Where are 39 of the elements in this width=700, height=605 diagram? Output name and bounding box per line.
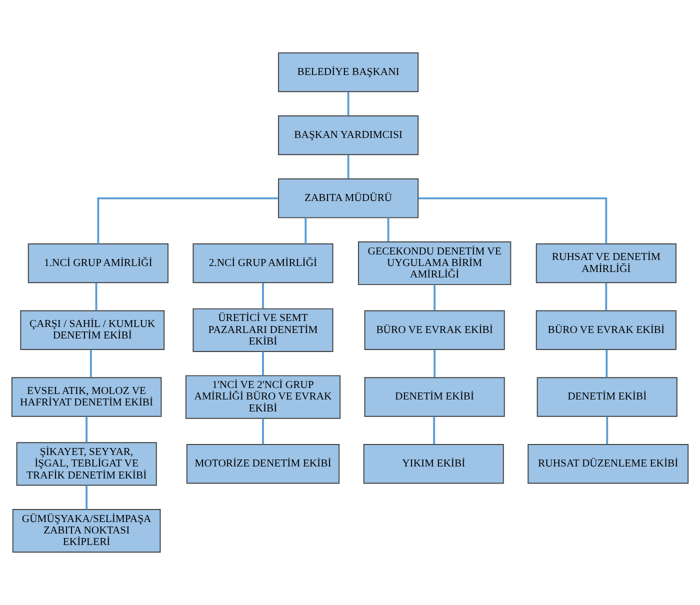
node-box: EVSEL ATIK, MOLOZ VE HAFRİYAT DENETİM EKİBİ xyxy=(11,377,162,417)
connector xyxy=(86,416,88,442)
connector xyxy=(97,197,278,244)
connector xyxy=(86,485,88,510)
connector xyxy=(434,350,436,378)
connector xyxy=(347,154,350,178)
node-box: ÜRETİCİ VE SEMT PAZARLARI DENETİM EKİBİ xyxy=(192,308,334,352)
connector xyxy=(304,218,307,244)
node-box: BÜRO VE EVRAK EKİBİ xyxy=(364,310,505,350)
node-box: ŞİKAYET, SEYYAR, İŞGAL, TEBLİGAT VE TRAFİK DENETİM EKİBİ xyxy=(16,442,157,486)
node-box: BAŞKAN YARDIMCISI xyxy=(278,115,419,156)
node-box: MOTORİZE DENETİM EKİBİ xyxy=(186,444,340,484)
node-box: ZABITA MÜDÜRÜ xyxy=(278,178,419,218)
connector xyxy=(605,282,608,310)
connector xyxy=(262,282,264,308)
connector xyxy=(95,282,98,310)
connector xyxy=(387,218,390,242)
connector xyxy=(433,416,436,444)
node-box: 1'NCİ VE 2'NCİ GRUP AMİRLİĞİ BÜRO VE EVRAK EKİBİ xyxy=(185,375,341,419)
node-box: YIKIM EKİBİ xyxy=(363,444,504,484)
connector xyxy=(606,416,608,444)
connector xyxy=(90,350,92,378)
connector xyxy=(606,350,608,378)
node-box: BELEDİYE BAŞKANI xyxy=(278,52,419,92)
connector xyxy=(262,418,264,444)
node-box: ÇARŞI / SAHİL / KUMLUK DENETİM EKİBİ xyxy=(20,310,165,350)
node-box: GECEKONDU DENETİM VE UYGULAMA BİRİM AMİRLİĞİ xyxy=(358,241,512,286)
connector xyxy=(418,197,608,244)
node-box: 1.NCİ GRUP AMİRLİĞİ xyxy=(28,243,168,284)
connector xyxy=(347,92,350,116)
connector xyxy=(434,284,436,310)
node-box: BÜRO VE EVRAK EKİBİ xyxy=(536,310,676,350)
node-box: GÜMÜŞYAKA/SELİMPAŞA ZABITA NOKTASI EKİPLERİ xyxy=(12,508,161,553)
connector xyxy=(262,352,264,376)
node-box: DENETİM EKİBİ xyxy=(364,377,505,417)
node-box: RUHSAT VE DENETİM AMİRLİĞİ xyxy=(536,243,676,284)
node-box: RUHSAT DÜZENLEME EKİBİ xyxy=(528,444,689,484)
node-box: DENETİM EKİBİ xyxy=(536,377,678,417)
node-box: 2.NCİ GRUP AMİRLİĞİ xyxy=(192,243,334,284)
